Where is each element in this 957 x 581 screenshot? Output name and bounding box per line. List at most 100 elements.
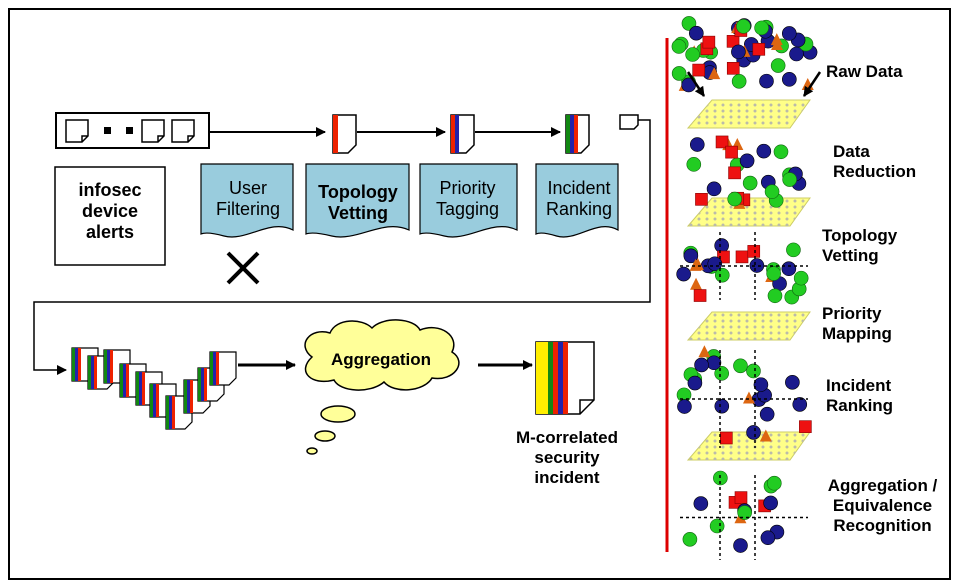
diagram-frame [8,8,951,580]
green-ball-icon [731,74,747,89]
green-ball-icon [767,475,782,491]
red-cube-icon [799,420,812,433]
blue-ball-icon [759,73,774,89]
red-cube-icon [726,62,740,75]
stage-label-raw-data: Raw Data [826,62,903,81]
tagged-alert-doc [332,114,357,154]
green-ball-icon [786,242,801,258]
blue-ball-icon [687,375,703,391]
blue-ball-icon [714,238,729,253]
blue-ball-icon [759,406,775,422]
red-cube-icon [752,43,766,56]
orange-cone-icon [708,67,721,80]
blue-ball-icon [731,44,746,60]
blue-ball-icon [763,495,778,511]
red-cube-icon [735,250,749,264]
tagged-alert-doc [450,114,475,154]
result-label: M-correlated security incident [515,428,619,488]
blue-ball-icon [753,377,769,392]
green-ball-icon [713,470,728,486]
blue-ball-icon [781,261,797,277]
filter-label-user-filtering: User Filtering [215,178,281,220]
green-ball-icon [685,47,700,62]
red-cube-icon [728,166,741,180]
red-cube-icon [693,289,707,302]
stage-label-aggregation: Aggregation / Equivalence Recognition [827,476,938,536]
blue-ball-icon [677,399,692,414]
red-cube-icon [734,491,748,504]
green-ball-icon [709,518,725,534]
blue-ball-icon [689,137,705,152]
blue-ball-icon [733,538,748,553]
red-cube-icon [715,135,729,149]
green-ball-icon [793,270,809,286]
correlated-incident-doc [535,341,595,415]
blue-ball-icon [785,375,800,390]
alert-doc-icon [141,119,165,143]
green-ball-icon [736,19,751,34]
blue-ball-icon [749,258,765,273]
green-ball-icon [746,363,761,379]
orange-cone-icon [742,391,755,404]
red-cube-icon [747,245,761,258]
stage-label-priority-mapping: Priority Mapping [822,304,892,344]
orange-cone-icon [691,258,704,271]
blue-ball-icon [792,397,808,412]
red-cube-icon [702,35,716,49]
orange-cone-icon [771,37,784,50]
aggregation-cloud [304,319,460,455]
blue-ball-icon [746,425,761,440]
alert-doc-icon [65,119,89,143]
filter-box [200,163,294,238]
tagged-doc-pile [71,347,237,430]
filter-box [535,163,619,238]
filter-label-priority-tagging: Priority Tagging [435,178,500,220]
green-ball-icon [714,267,730,283]
green-ball-icon [770,58,786,73]
green-ball-icon [686,157,702,172]
green-ball-icon [773,144,789,160]
green-ball-icon [782,172,797,187]
blue-ball-icon [739,153,755,169]
green-ball-icon [682,532,698,547]
stage-label-topology-vetting: Topology Vetting [822,226,898,266]
filter-box [419,163,518,238]
red-cube-icon [692,63,705,77]
filter-label-topology-vetting: Topology Vetting [318,182,398,224]
red-cube-icon [720,431,733,445]
aggregation-label: Aggregation [330,350,432,369]
source-box [54,166,166,266]
green-ball-icon [764,184,780,199]
green-ball-icon [733,358,748,374]
blue-ball-icon [676,266,691,282]
green-ball-icon [714,366,729,381]
green-ball-icon [766,266,781,281]
tagged-alert-doc [565,114,639,154]
removed-cross-icon [226,251,260,285]
stage-label-incident-ranking: Incident Ranking [826,376,894,416]
green-ball-icon [737,505,752,520]
blue-ball-icon [706,355,722,371]
source-label: infosec device alerts [78,180,142,243]
blue-ball-icon [706,181,722,197]
red-cube-icon [725,145,738,159]
orange-cone-icon [759,429,772,442]
blue-ball-icon [782,72,797,87]
orange-cone-icon [698,345,711,358]
tagged-alert-doc [209,351,237,386]
red-cube-icon [695,193,708,206]
green-ball-icon [681,16,697,31]
green-ball-icon [671,39,687,54]
green-ball-icon [754,20,769,36]
alert-doc-icon [171,119,195,143]
green-ball-icon [767,288,783,304]
blue-ball-icon [714,398,730,414]
blue-ball-icon [689,25,704,41]
blue-ball-icon [781,26,797,41]
blue-ball-icon [693,496,709,511]
filter-label-incident-ranking: Incident Ranking [545,178,613,220]
green-ball-icon [742,175,758,191]
orange-cone-icon [690,277,703,290]
blue-ball-icon [683,248,699,264]
